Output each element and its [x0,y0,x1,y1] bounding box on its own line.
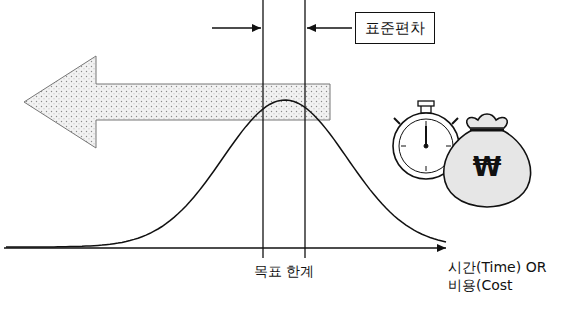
limit-line [304,0,305,258]
pointer-arrow [212,27,261,28]
limit-label: 목표 한계 [254,262,314,280]
normal-curve [6,100,446,247]
currency-symbol: ₩ [473,152,502,182]
box-label: 표준편차 [365,18,425,38]
money-bag-icon [444,114,531,207]
axis-label: 시간(Time) OR 비용(Cost [448,258,560,294]
shift-arrow [24,56,330,148]
x-axis [4,247,446,249]
target-line [262,0,263,258]
pointer-arrow [307,27,352,28]
callout-box: 표준편차 [355,12,435,44]
